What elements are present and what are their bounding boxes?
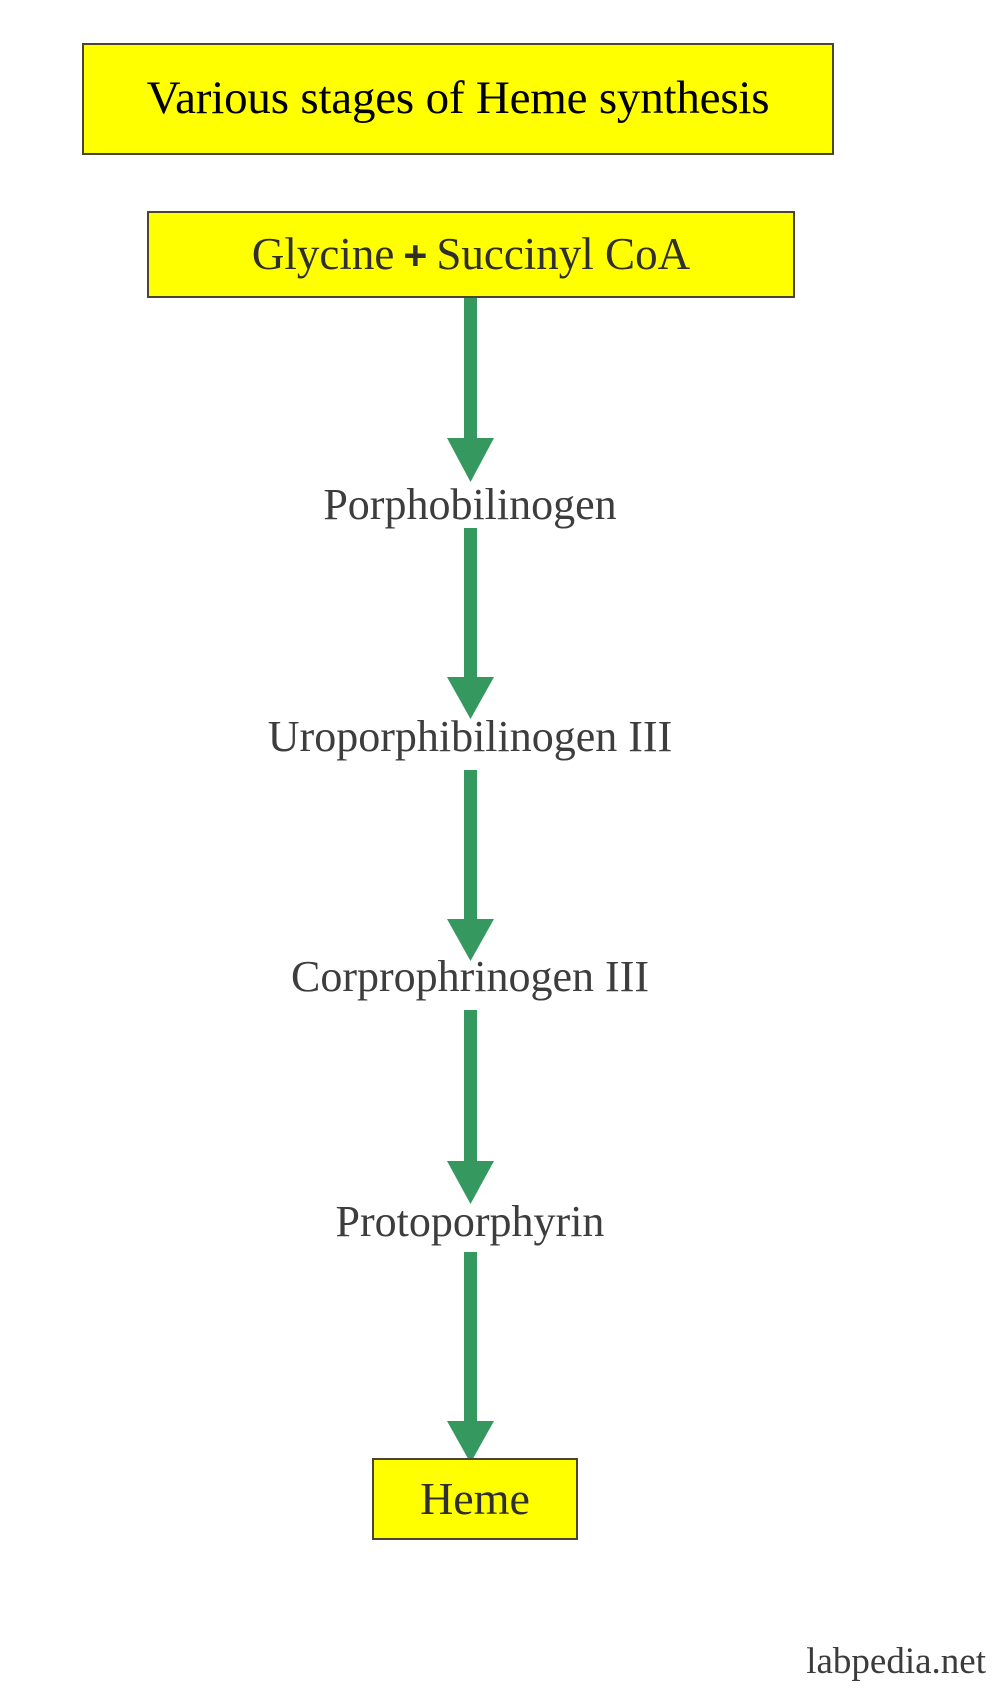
step-label-uroporphibilinogen-text: Uroporphibilinogen III [267,712,673,761]
plus-sign-icon: + [403,231,428,278]
step-box-heme: Heme [372,1458,578,1540]
step-label-corprophrinogen: Corprophrinogen III [0,955,1000,999]
step-box-substrate: Glycine+Succinyl CoA [147,211,795,298]
arrow-corprophrinogen-to-protoporphyrin [447,1010,494,1204]
arrow-porphobilinogen-to-uroporphibilinogen [447,528,494,719]
step-label-glycine: Glycine [251,228,395,279]
watermark: labpedia.net [806,1641,986,1682]
arrow-substrate-to-porphobilinogen [447,298,494,482]
step-label-porphobilinogen: Porphobilinogen [0,483,1000,527]
page-title: Various stages of Heme synthesis [146,72,770,125]
diagram-title-box: Various stages of Heme synthesis [82,43,834,155]
step-label-protoporphyrin-text: Protoporphyrin [335,1197,605,1246]
step-label-porphobilinogen-text: Porphobilinogen [323,480,617,529]
step-label-succinyl-coa: Succinyl CoA [436,228,691,279]
arrow-protoporphyrin-to-heme [447,1252,494,1463]
step-label-corprophrinogen-text: Corprophrinogen III [290,952,649,1001]
arrow-uroporphibilinogen-to-corprophrinogen [447,770,494,961]
step-label-protoporphyrin: Protoporphyrin [0,1200,1000,1244]
step-label-heme: Heme [420,1472,530,1524]
step-label-uroporphibilinogen: Uroporphibilinogen III [0,715,1000,759]
